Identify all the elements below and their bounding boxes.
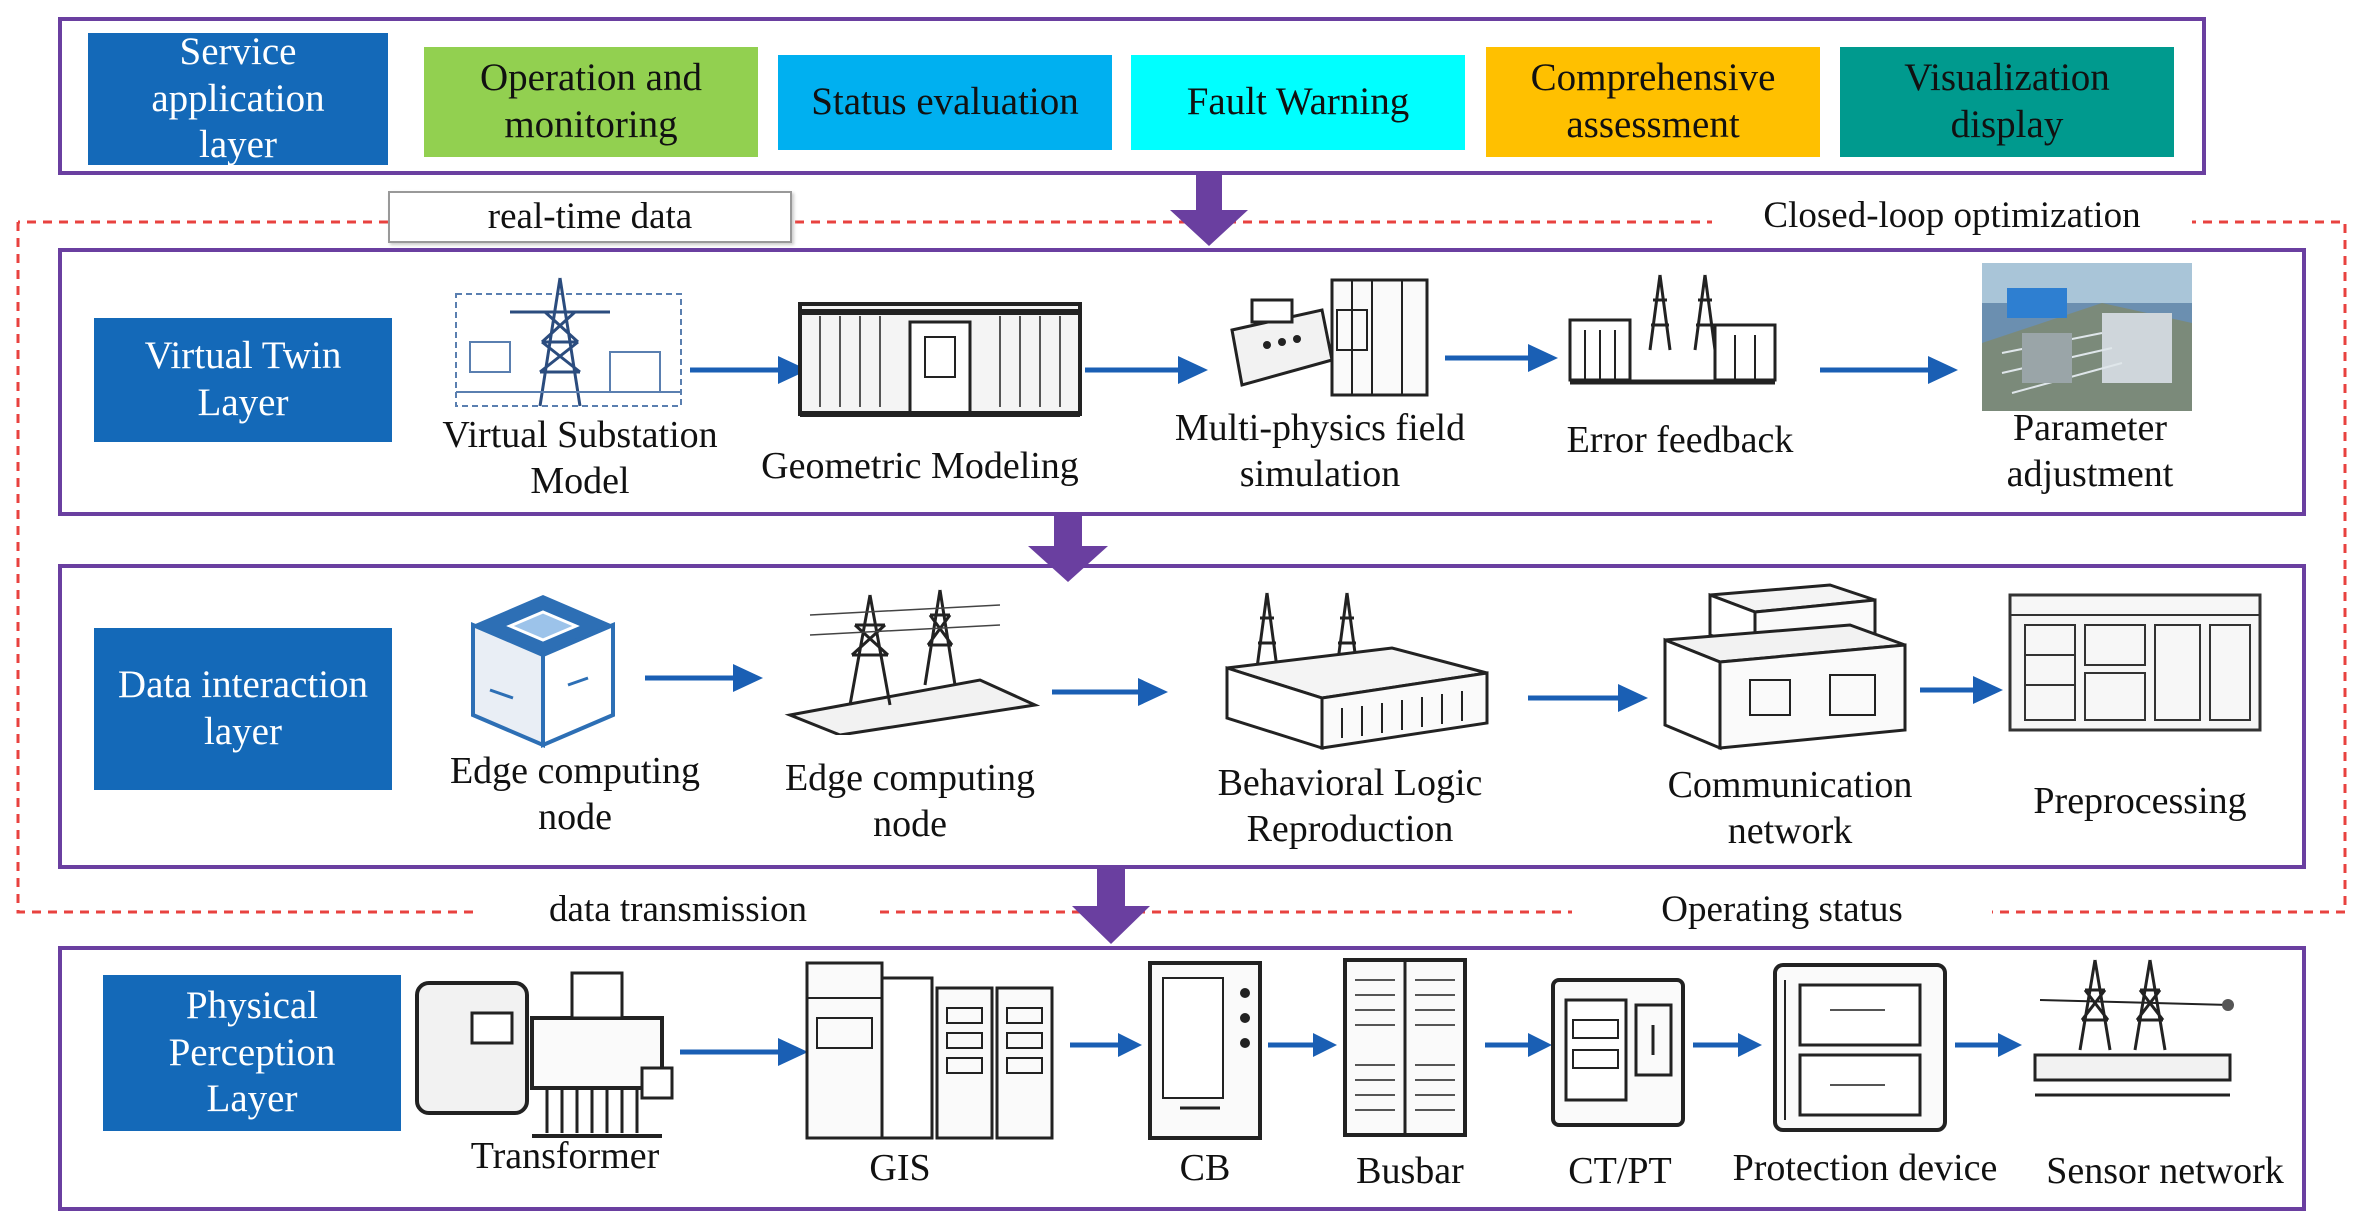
interaction-item-preprocessing: Preprocessing [2033,780,2247,822]
arrow-virtual-1 [690,356,808,384]
arrow-interaction-1 [645,664,763,692]
service-item-operation-monitoring[interactable]: Operation and monitoring [424,47,758,157]
sensor-tower-icon [2033,959,2234,1097]
interaction-item-edge-node-1: Edge computing node [449,750,701,839]
data-interaction-layer-label: Data interaction layer [94,628,392,790]
physical-item-busbar: Busbar [1356,1150,1464,1192]
data-interaction-layer [58,564,2306,869]
edge-cube-icon [471,595,615,749]
physical-item-cb: CB [1179,1147,1231,1189]
gis-cabinet-icon [805,961,1054,1140]
building-model-icon [798,302,1082,417]
operating-status-tag: Operating status [1572,885,1992,935]
physical-perception-layer-label: Physical Perception Layer [103,975,401,1131]
physical-item-protection-device: Protection device [1732,1147,1998,1189]
virtual-item-virtual-substation-model: Virtual Substation Model [442,414,718,503]
arrow-virtual-3 [1445,344,1558,372]
service-item-visualization-display[interactable]: Visualization display [1840,47,2174,157]
substation-3d-render-icon [1982,263,2192,411]
virtual-item-geometric-modeling: Geometric Modeling [761,445,1079,487]
busbar-icon [1343,958,1467,1137]
ct-pt-icon [1551,978,1685,1127]
arrow-interaction-3 [1528,684,1648,712]
down-arrow-service-to-virtual [1170,175,1248,246]
simulation-equipment-icon [1230,278,1429,397]
physical-item-gis: GIS [869,1147,931,1189]
transformer-icon [415,971,674,1138]
arrow-physical-6 [1955,1033,2022,1057]
behavioral-logic-substation-icon [1225,592,1489,751]
service-item-comprehensive-assessment[interactable]: Comprehensive assessment [1486,47,1820,157]
arrow-physical-2 [1070,1033,1142,1057]
arrow-physical-3 [1268,1033,1337,1057]
protection-device-icon [1773,963,1947,1132]
communication-equipment-icon [1663,583,1907,751]
down-arrow-virtual-to-interaction [1028,516,1108,582]
closed-loop-optimization-tag: Closed-loop optimization [1712,190,2192,242]
virtual-twin-layer-label: Virtual Twin Layer [94,318,392,442]
service-layer-label: Service application layer [88,30,388,166]
arrow-physical-5 [1693,1033,1762,1057]
arrow-virtual-2 [1085,356,1208,384]
error-feedback-substation-icon [1568,274,1777,385]
physical-item-transformer: Transformer [470,1135,660,1177]
physical-item-ct-pt: CT/PT [1568,1150,1672,1192]
arrow-virtual-4 [1820,356,1958,384]
substation-blueprint-icon [455,277,682,407]
transmission-tower-icon [784,589,1040,735]
interaction-item-edge-node-2: Edge computing node [784,757,1036,846]
arrow-interaction-2 [1052,678,1168,706]
service-item-status-evaluation[interactable]: Status evaluation [778,55,1112,150]
realtime-data-tag: real-time data [388,191,792,243]
arrow-physical-4 [1485,1033,1552,1057]
down-arrow-interaction-to-physical [1072,869,1150,944]
arrow-interaction-4 [1920,676,2003,704]
interaction-item-communication-network: Communication network [1667,764,1913,853]
interaction-item-behavioral-logic: Behavioral Logic Reproduction [1217,762,1483,851]
data-transmission-tag: data transmission [478,885,878,935]
preprocessing-cabinet-icon [2008,593,2262,732]
virtual-item-error-feedback: Error feedback [1566,419,1794,461]
arrow-physical-1 [680,1038,808,1066]
virtual-item-multi-physics-simulation: Multi-physics field simulation [1174,407,1466,496]
physical-item-sensor-network: Sensor network [2046,1150,2284,1192]
service-item-fault-warning[interactable]: Fault Warning [1131,55,1465,150]
circuit-breaker-icon [1148,961,1262,1140]
virtual-item-parameter-adjustment: Parameter adjustment [2006,407,2174,496]
